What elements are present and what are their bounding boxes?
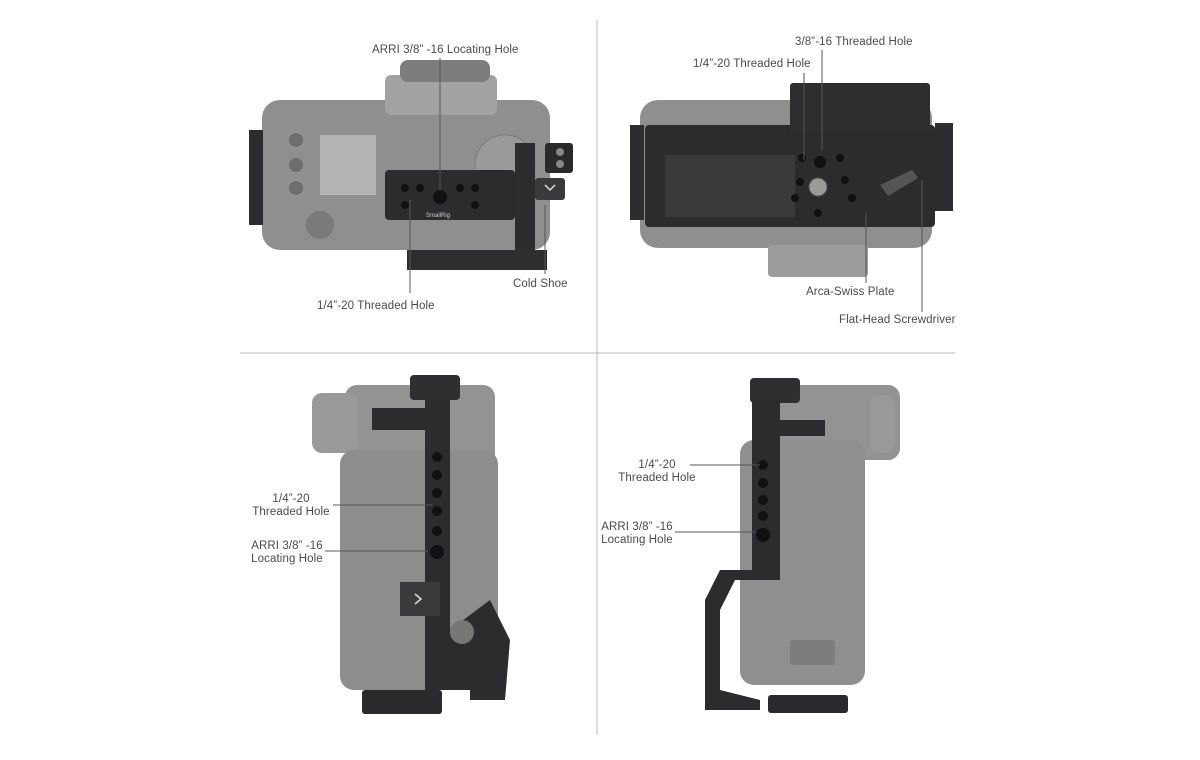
top-view-illustration: SmallRig [249,60,573,270]
hole [432,526,442,536]
cage-top-lip-right [775,420,825,436]
cage-side-bracket-left [425,400,510,700]
hole [758,478,768,488]
chevron-right-icon [414,593,423,605]
lens-mount-left [312,393,358,453]
label-flat-head-screwdriver: Flat-Head Screwdriver [839,314,956,326]
hole [758,511,768,521]
arca-foot-left [362,690,442,714]
handle-screw [556,148,564,156]
label-line: Locating Hole [601,534,673,546]
arri-hole [433,190,447,204]
hole [432,488,442,498]
cage-top-lip-left [372,408,432,430]
hole [758,460,768,470]
button-top-3 [289,181,303,195]
hole [432,470,442,480]
button-top-1 [289,133,303,147]
label-quarter-threaded-hole-bottom: 1/4”-20 Threaded Hole [693,58,811,70]
cage-right-side [515,143,535,261]
hole [416,184,424,192]
hole [848,194,856,202]
plate-recess [665,155,795,217]
hole [791,194,799,202]
hole [798,154,806,162]
hole [841,176,849,184]
power-dial [306,211,334,239]
cold-shoe-left [410,375,460,400]
arri-hole-left [430,545,444,559]
mount-screw [808,177,828,197]
hole [432,506,442,516]
top-lcd [320,135,376,195]
label-line: ARRI 3/8” -16 [251,540,323,552]
hole [814,209,822,217]
brand-logo: SmallRig [426,213,450,219]
label-arri-locating-hole-top: ARRI 3/8” -16 Locating Hole [372,44,519,56]
cage-left-side-bottom [630,125,644,220]
arca-foot-right [768,695,848,713]
hole [401,201,409,209]
left-side-illustration [312,375,510,714]
cage-extension [790,83,930,133]
battery-door [768,245,868,277]
label-quarter-threaded-hole-left: 1/4”-20 Threaded Hole [248,493,334,519]
handle-screw [556,160,564,168]
label-line: Threaded Hole [252,506,330,518]
cage-bottom-plate-edge [407,250,547,270]
label-threeeighth-threaded-hole: 3/8”-16 Threaded Hole [795,36,913,48]
label-line: 1/4”-20 [272,493,310,505]
label-line: Threaded Hole [618,472,696,484]
label-arca-swiss-plate: Arca-Swiss Plate [806,286,895,298]
label-line: Locating Hole [251,553,323,565]
right-side-illustration [705,378,900,713]
hole [471,201,479,209]
hole [432,452,442,462]
label-arri-locating-hole-left: ARRI 3/8” -16 Locating Hole [244,540,330,566]
cage-right-side-bottom [935,123,953,211]
lens-mount-right [870,395,895,453]
hole [758,495,768,505]
cage-left-side [249,130,263,225]
hole [471,184,479,192]
hole [796,178,804,186]
cage-side-bracket-right [705,400,780,710]
button-top-2 [289,158,303,172]
cold-shoe-right [750,378,800,403]
cage-top-plate [385,170,515,220]
label-line: 1/4”-20 [638,459,676,471]
hole [456,184,464,192]
viewfinder-hump [385,75,497,115]
screwdriver-tool [880,170,918,196]
eyecup [400,60,490,82]
threeeighth-hole [814,156,826,168]
label-cold-shoe: Cold Shoe [513,278,568,290]
dial-left [450,620,474,644]
chevron-down-icon [544,184,556,192]
cage-handle-mount [545,143,573,173]
label-quarter-threaded-hole-top: 1/4”-20 Threaded Hole [317,300,435,312]
arri-hole-right [756,528,770,542]
hole [836,154,844,162]
grip-door-right [790,640,835,665]
hole [401,184,409,192]
label-line: ARRI 3/8” -16 [601,521,673,533]
label-quarter-threaded-hole-right: 1/4”-20 Threaded Hole [614,459,700,485]
bottom-view-illustration [630,83,953,277]
label-arri-locating-hole-right: ARRI 3/8” -16 Locating Hole [594,521,680,547]
